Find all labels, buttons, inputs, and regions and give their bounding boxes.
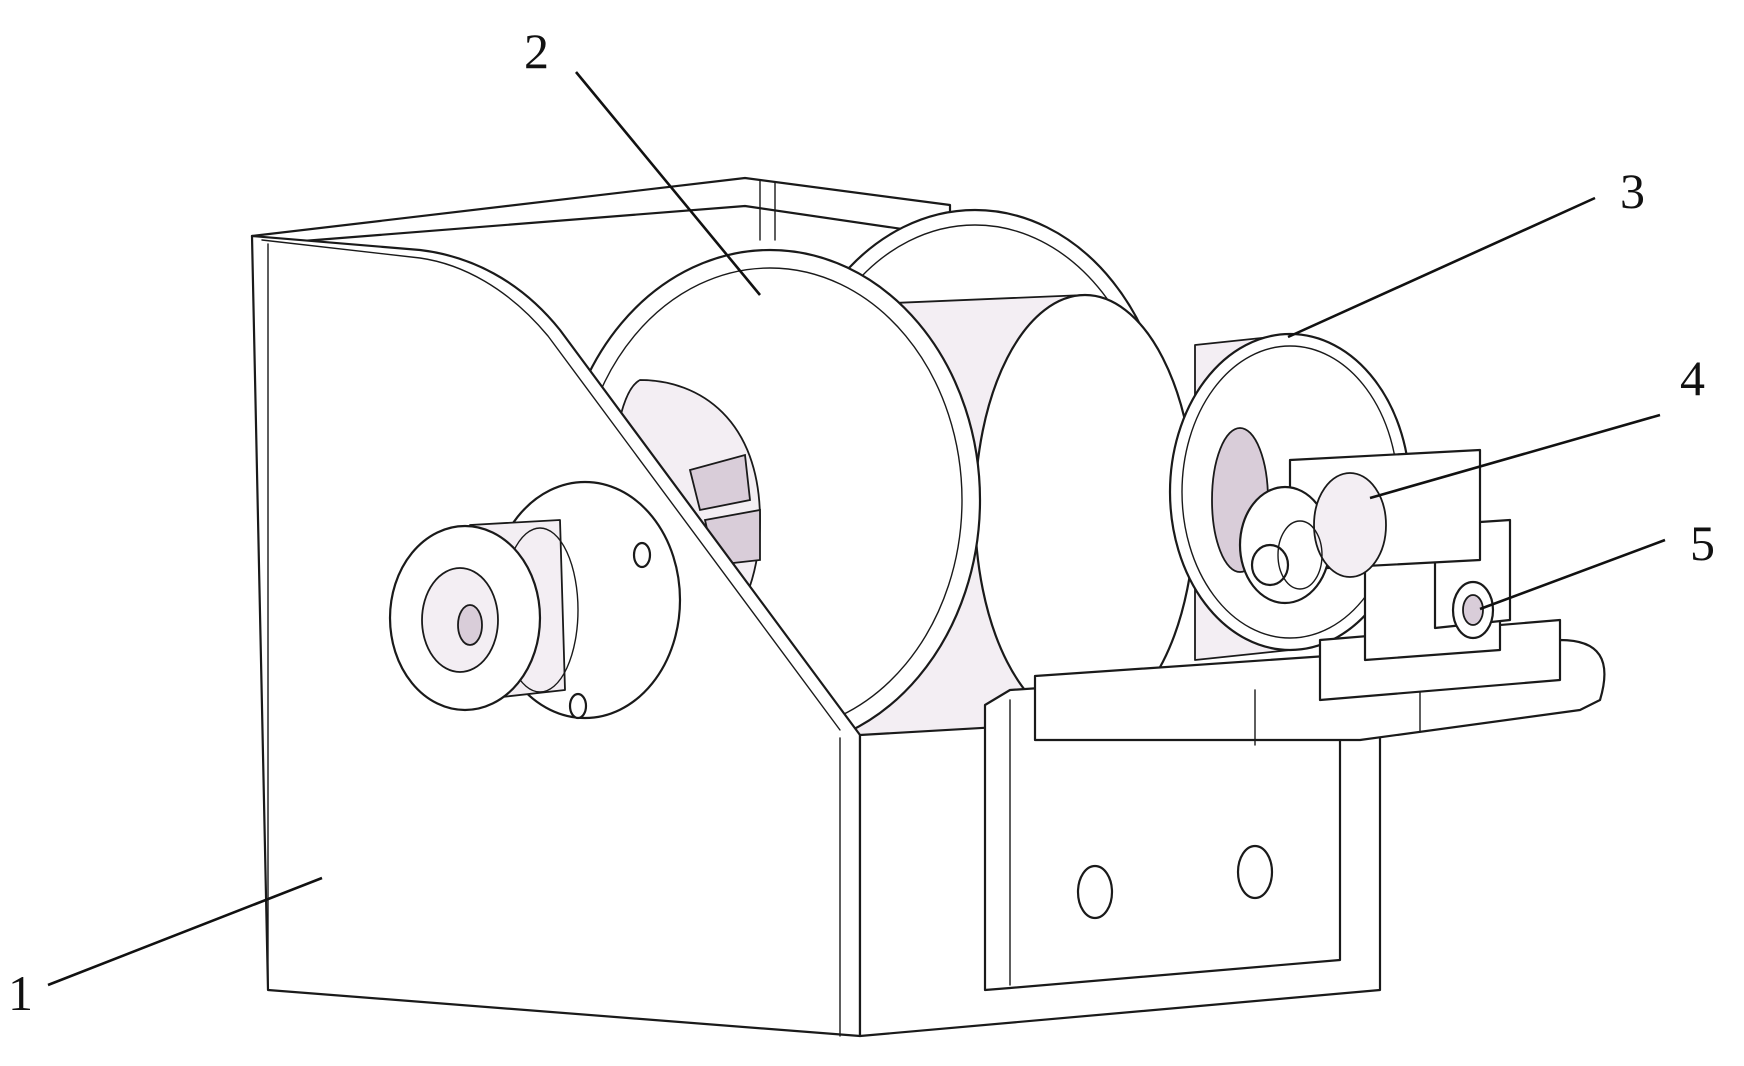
leader-2: [574, 71, 762, 296]
frame-base: [858, 666, 1382, 1038]
hub-pulley: [388, 480, 682, 720]
leader-1: [47, 876, 323, 987]
callout-1: 1: [8, 965, 33, 1021]
leader-4: [1369, 413, 1661, 500]
leader-3: [1287, 196, 1596, 339]
callout-5: 5: [1690, 515, 1715, 571]
callout-3: 3: [1620, 163, 1645, 219]
callout-2: 2: [524, 23, 549, 79]
callout-4: 4: [1680, 350, 1705, 406]
leader-lines: [47, 71, 1666, 987]
frame-back-plate: [250, 176, 952, 246]
callout-labels: 1 2 3 4 5: [8, 23, 1715, 1021]
leader-5: [1479, 538, 1666, 611]
pillow-block: [1318, 518, 1562, 702]
